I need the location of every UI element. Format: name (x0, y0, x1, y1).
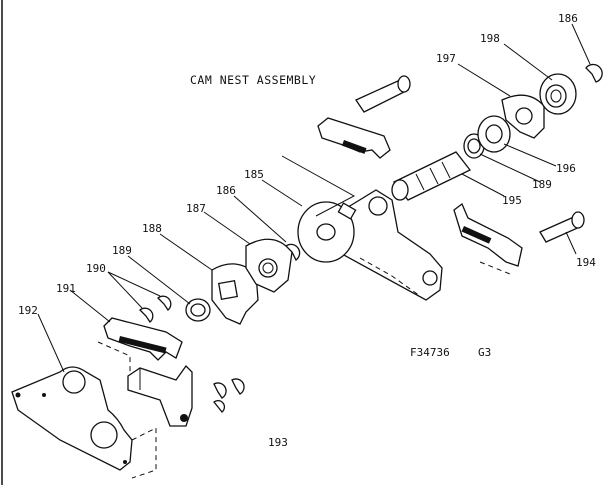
part-195-shaft (391, 151, 472, 201)
part-198-spool (539, 73, 577, 115)
part-194-pin (539, 211, 585, 243)
part-upper-pin (355, 75, 411, 113)
part-193-bracket (127, 364, 193, 427)
callout-197: 197 (436, 52, 456, 65)
part-185-main-plate (297, 189, 443, 301)
figure-suffix: G3 (478, 346, 491, 359)
callout-195: 195 (502, 194, 522, 207)
figure-code: F34736 (410, 346, 450, 359)
callout-194: 194 (576, 256, 596, 269)
part-190-clips (139, 295, 172, 323)
part-188-cam (211, 263, 259, 325)
callout-188: 188 (142, 222, 162, 235)
part-193-clips (213, 378, 245, 413)
part-upper-lever (281, 117, 391, 217)
callout-187: 187 (186, 202, 206, 215)
callout-191: 191 (56, 282, 76, 295)
part-right-lever (453, 202, 523, 275)
part-197-cam (501, 94, 545, 139)
part-192-base-plate (11, 341, 157, 479)
callout-186-upper: 186 (558, 12, 578, 25)
callout-196: 196 (556, 162, 576, 175)
part-186-clip-lower (284, 243, 301, 261)
part-187-cam (245, 238, 293, 293)
callout-189-lower: 189 (112, 244, 132, 257)
diagram-title: CAM NEST ASSEMBLY (190, 73, 316, 87)
callout-185: 185 (244, 168, 264, 181)
part-189-washer-lower (185, 298, 211, 322)
callout-189-upper: 189 (532, 178, 552, 191)
part-191-lever (103, 317, 183, 361)
callout-193: 193 (268, 436, 288, 449)
callout-190: 190 (86, 262, 106, 275)
callout-198: 198 (480, 32, 500, 45)
callout-192: 192 (18, 304, 38, 317)
part-186-clip-upper (585, 63, 603, 83)
callout-186-lower: 186 (216, 184, 236, 197)
callout-leaders (37, 23, 591, 373)
part-196-disc (477, 115, 511, 153)
